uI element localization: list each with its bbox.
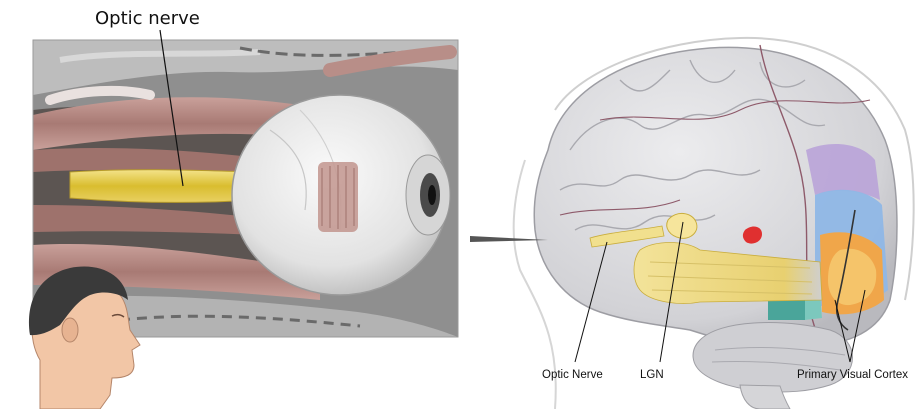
lgn-structure: [667, 213, 697, 238]
label-optic-nerve-eye: Optic nerve: [95, 8, 200, 29]
optic-nerve-eye: [70, 170, 255, 203]
head-profile-icon: [29, 267, 140, 409]
label-primary-visual-cortex: Primary Visual Cortex: [797, 369, 908, 381]
label-optic-nerve-brain: Optic Nerve: [542, 369, 603, 381]
brain-illustration: [470, 38, 914, 409]
label-lgn: LGN: [640, 369, 664, 381]
